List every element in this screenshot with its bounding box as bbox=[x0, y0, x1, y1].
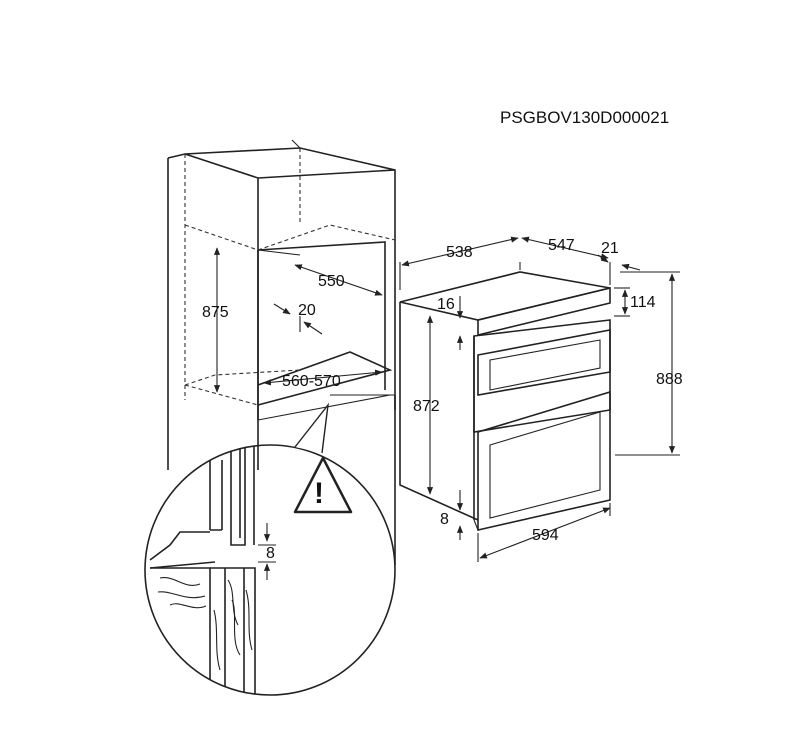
dim-detail-8: 8 bbox=[266, 545, 275, 562]
dim-line-550 bbox=[294, 264, 383, 296]
dim-line-547 bbox=[521, 236, 609, 260]
cabinet bbox=[167, 139, 396, 565]
dim-line-21a bbox=[597, 254, 609, 263]
dim-16: 16 bbox=[437, 296, 455, 313]
warning-mark: ! bbox=[314, 477, 324, 510]
dim-114: 114 bbox=[630, 294, 656, 311]
dim-888: 888 bbox=[656, 371, 683, 388]
dim-8: 8 bbox=[440, 511, 449, 528]
dim-560-570: 560-570 bbox=[282, 373, 341, 390]
dim-875: 875 bbox=[202, 304, 229, 321]
warning-icon bbox=[293, 456, 353, 514]
dim-550: 550 bbox=[318, 273, 345, 290]
warning-triangle: ! bbox=[293, 456, 353, 514]
detail-circle: 8 bbox=[144, 402, 396, 696]
dim-538: 538 bbox=[446, 244, 473, 261]
drawing-code: PSGBOV130D000021 bbox=[500, 108, 669, 127]
dim-547: 547 bbox=[548, 237, 575, 254]
dim-line-594 bbox=[479, 507, 611, 559]
dim-line-538 bbox=[401, 236, 519, 267]
dim-line-21b bbox=[621, 263, 641, 271]
dim-line-20a bbox=[273, 303, 291, 315]
dim-line-20b bbox=[303, 321, 323, 335]
dim-21: 21 bbox=[601, 240, 619, 257]
oven bbox=[399, 271, 611, 532]
dim-line-560-570 bbox=[263, 369, 383, 386]
dim-594: 594 bbox=[532, 527, 559, 544]
dim-872: 872 bbox=[413, 398, 440, 415]
dim-20: 20 bbox=[298, 302, 316, 319]
